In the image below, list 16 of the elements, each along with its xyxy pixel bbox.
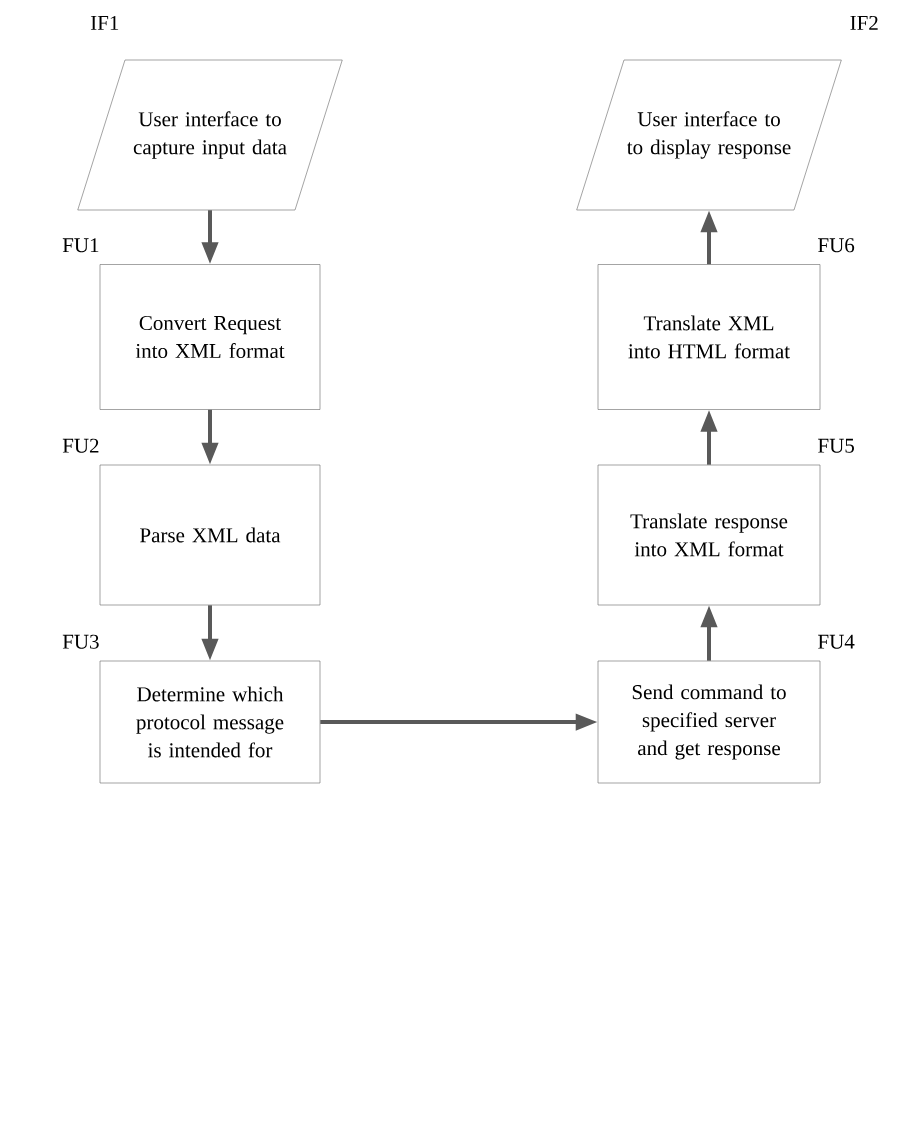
process-box: Translate XML into HTML format [597, 264, 821, 410]
heading-label: FU4 [818, 634, 855, 649]
process-box: Send command to specified server and get response [597, 660, 821, 784]
heading-label: FU3 [62, 634, 99, 649]
process-box: Convert Request into XML format [99, 264, 321, 410]
data-parallelogram: User interface to to display response [576, 59, 842, 211]
process-box: Determine which protocol message is intended for [99, 660, 321, 784]
heading-label: FU2 [62, 438, 99, 453]
heading-label: IF2 [850, 15, 878, 30]
process-box: Parse XML data [99, 464, 321, 606]
heading-label: FU6 [818, 238, 855, 253]
heading-label: FU5 [818, 438, 854, 453]
data-parallelogram: User interface to capture input data [77, 59, 343, 211]
process-box: Translate response into XML format [597, 464, 821, 606]
heading-label: IF1 [90, 15, 119, 30]
heading-label: FU1 [62, 238, 99, 253]
